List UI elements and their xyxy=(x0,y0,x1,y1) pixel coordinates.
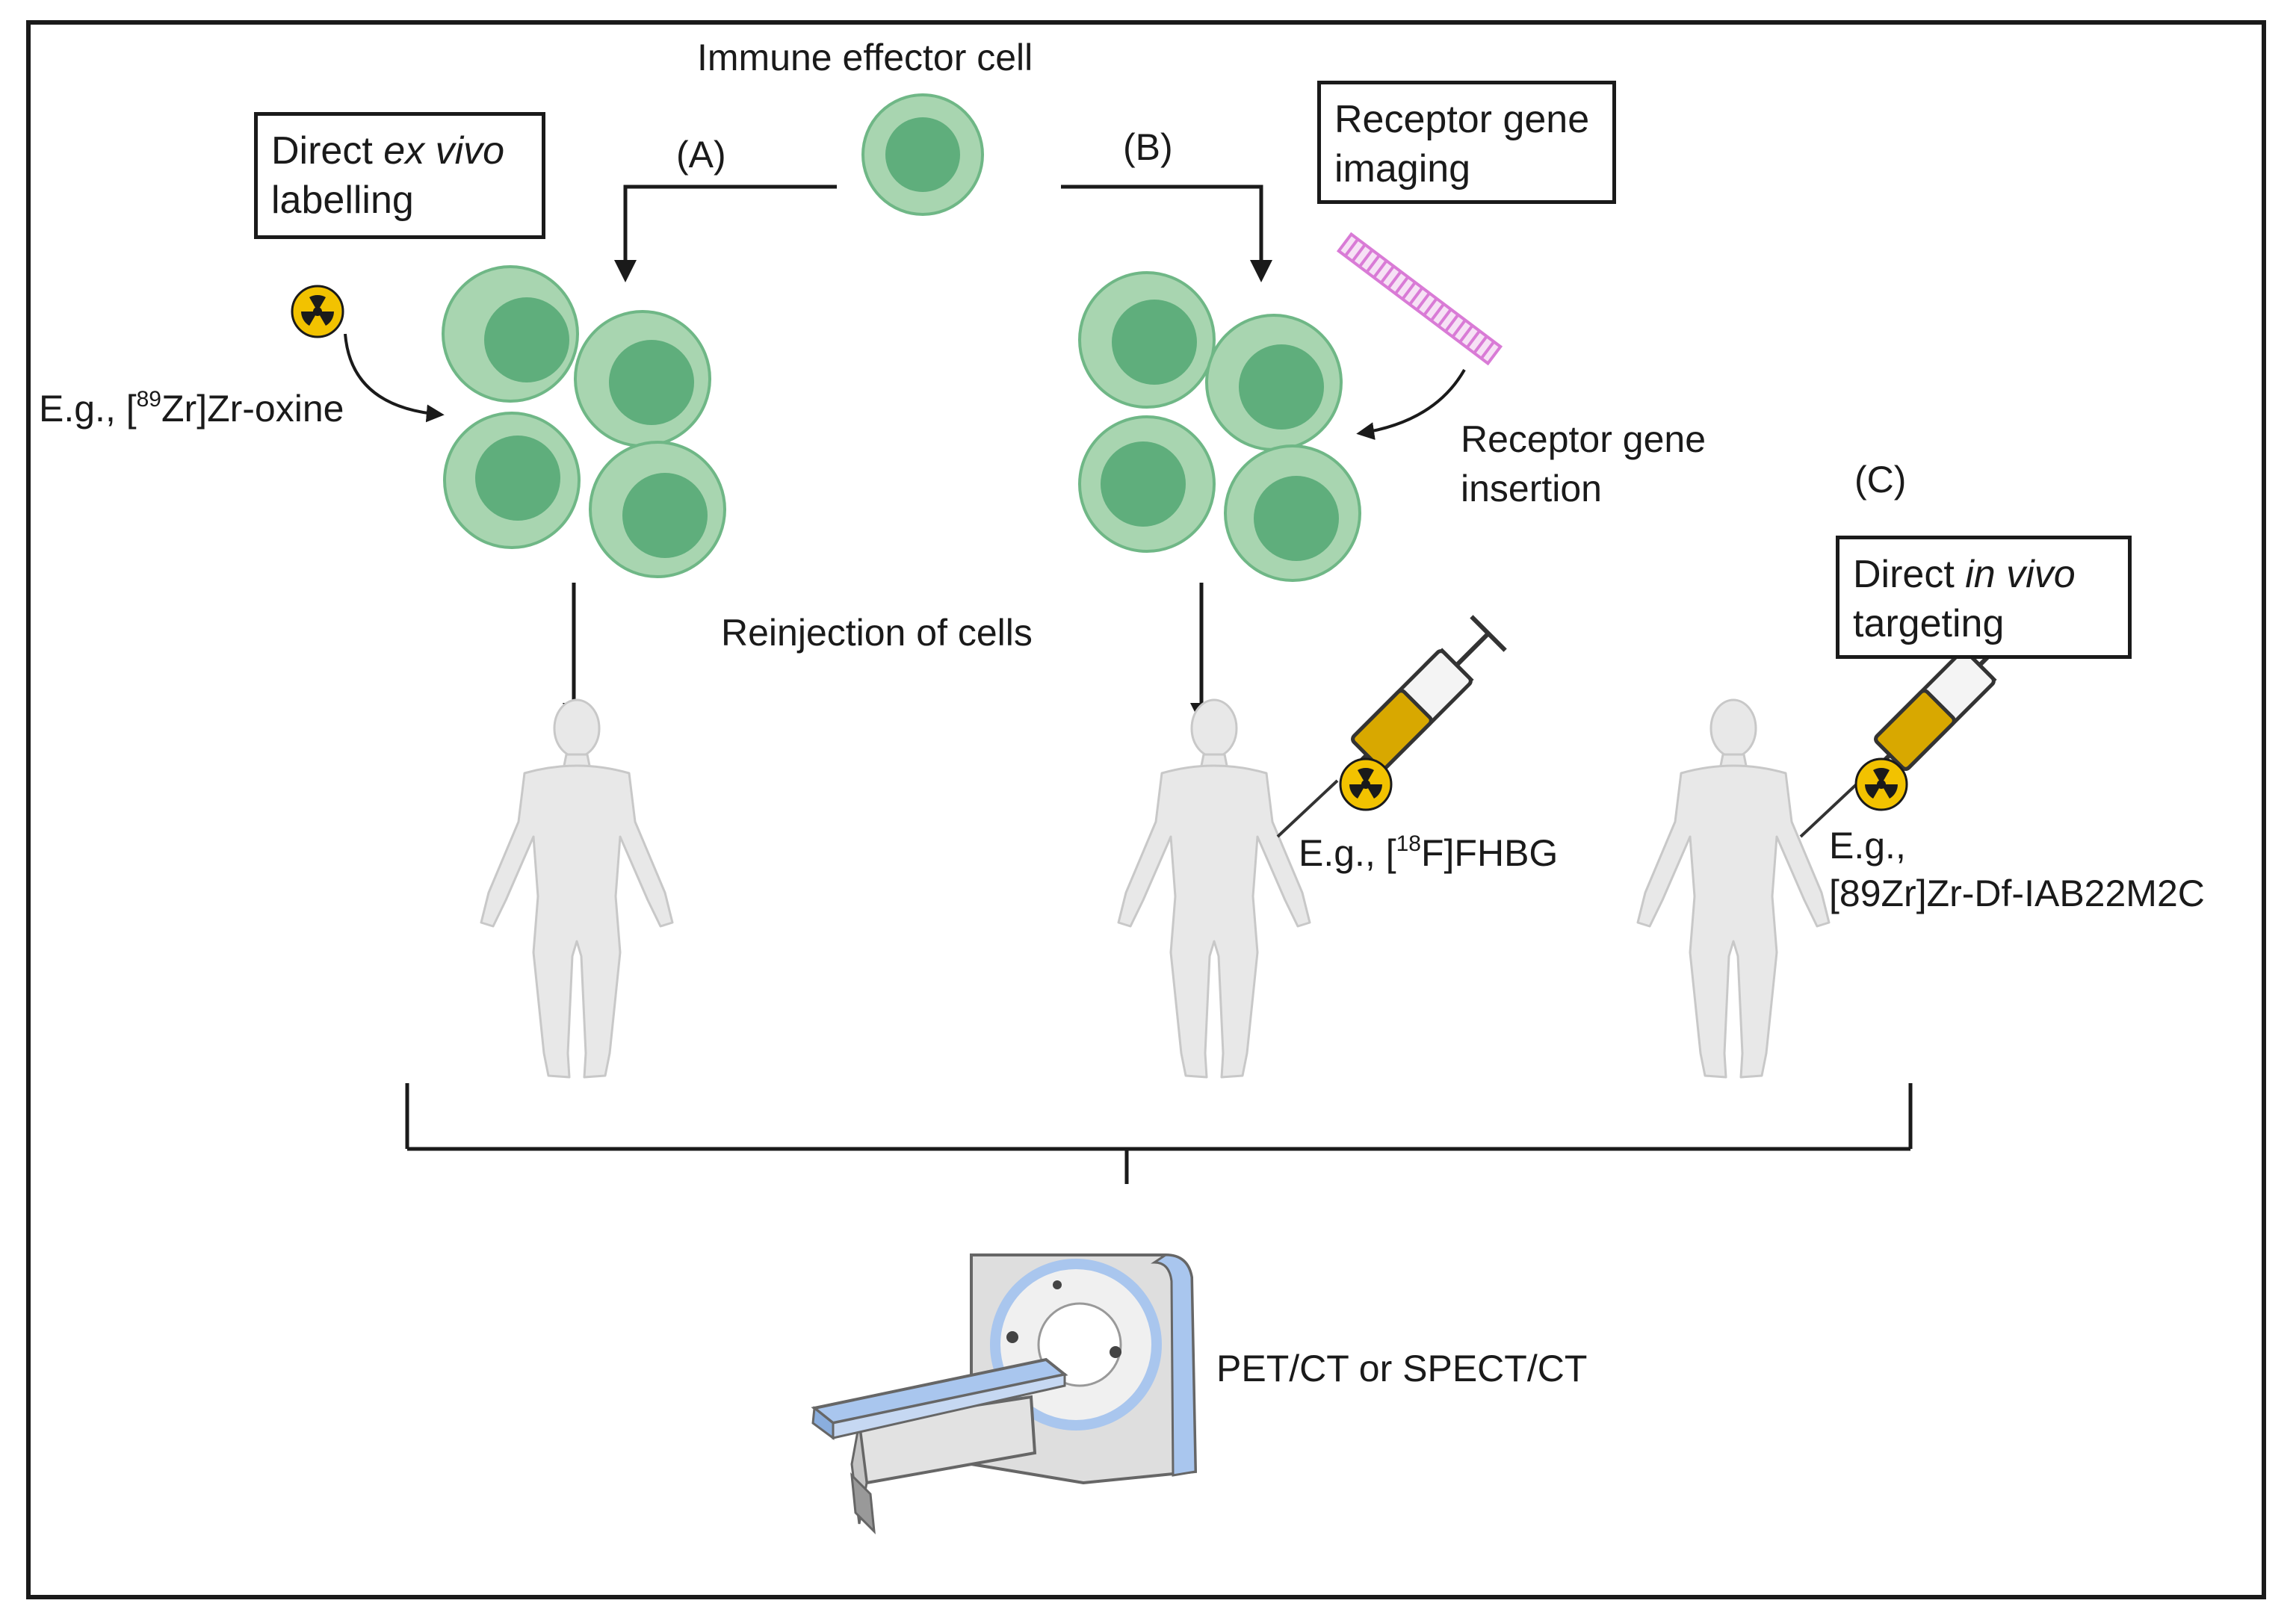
outer-frame xyxy=(26,20,2266,1599)
arrow-path-b xyxy=(1061,185,1272,282)
box-a-line1-italic: ex vivo xyxy=(383,129,505,173)
box-a-line2: labelling xyxy=(271,179,414,222)
scanner-label: PET/CT or SPECT/CT xyxy=(1216,1348,1588,1389)
convergence-bracket xyxy=(405,1083,1913,1184)
box-c-line1-italic: in vivo xyxy=(1965,553,2076,596)
arrow-path-a xyxy=(614,185,837,282)
direct-in-vivo-targeting-box: Direct in vivo targeting xyxy=(1836,536,2132,659)
box-b-line1: Receptor gene xyxy=(1334,98,1590,141)
iab-tracer-label: E.g., [89Zr]Zr-Df-IAB22M2C xyxy=(1829,825,2205,914)
zr-oxine-label: E.g., [89Zr]Zr-oxine xyxy=(39,387,344,430)
path-c-label: (C) xyxy=(1854,459,1907,500)
receptor-gene-imaging-box: Receptor gene imaging xyxy=(1317,81,1616,204)
dna-strand-icon xyxy=(1336,232,1503,366)
human-figure-c xyxy=(1636,698,1831,1079)
path-a-label: (A) xyxy=(676,134,726,176)
immune-effector-cell xyxy=(861,93,984,216)
cell-cluster-a xyxy=(442,265,726,578)
radiation-icon xyxy=(291,285,344,338)
curved-arrow-gene-insertion xyxy=(1356,369,1466,441)
curved-arrow-label-a xyxy=(344,333,445,423)
fhbg-label: E.g., [18F]FHBG xyxy=(1299,831,1559,874)
path-b-label: (B) xyxy=(1123,126,1173,168)
pet-ct-scanner-icon xyxy=(811,1253,1198,1535)
receptor-gene-insertion-label: Receptor gene insertion xyxy=(1461,418,1706,509)
direct-ex-vivo-labelling-box: Direct ex vivo labelling xyxy=(254,112,545,239)
box-a-line1-prefix: Direct xyxy=(271,129,384,173)
cell-cluster-b xyxy=(1078,271,1361,582)
reinjection-label: Reinjection of cells xyxy=(721,612,1033,654)
box-c-line2: targeting xyxy=(1853,602,2005,645)
box-b-line2: imaging xyxy=(1334,147,1471,190)
box-c-line1-prefix: Direct xyxy=(1853,553,1966,596)
human-figure-b xyxy=(1117,698,1311,1079)
immune-effector-cell-label: Immune effector cell xyxy=(697,37,1033,78)
syringe-icon-b xyxy=(1278,616,1506,837)
human-figure-a xyxy=(480,698,674,1079)
